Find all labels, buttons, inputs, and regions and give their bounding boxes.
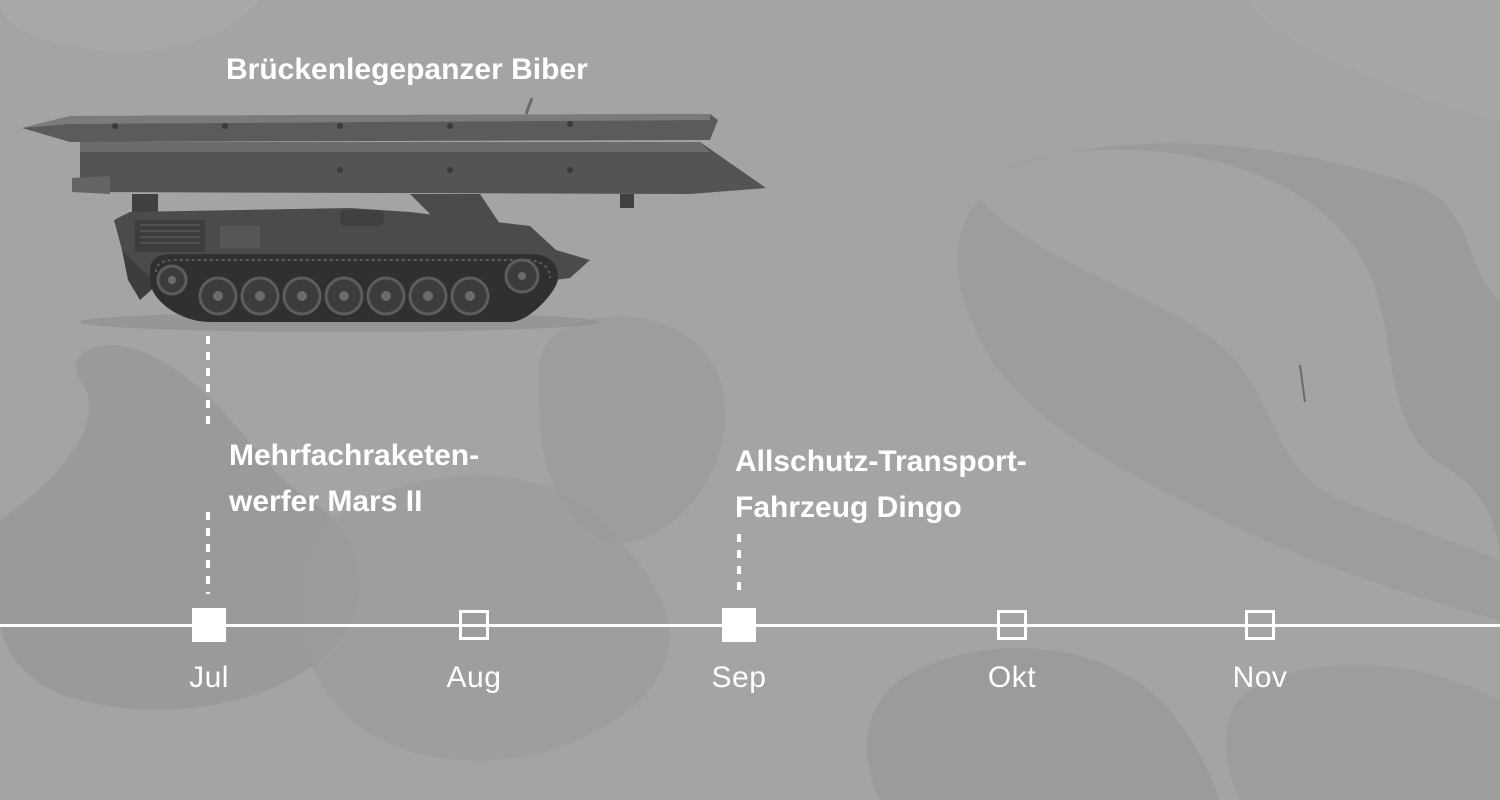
- event-title-dingo: Allschutz-Transport- Fahrzeug Dingo: [735, 439, 1027, 531]
- month-label-jul: Jul: [189, 661, 229, 694]
- month-marker-aug: [459, 610, 489, 640]
- connector-line-dingo: [737, 534, 741, 594]
- month-label-aug: Aug: [446, 661, 502, 694]
- event-title-mars-line2: werfer Mars II: [229, 485, 423, 518]
- connector-line-mars: [206, 512, 210, 594]
- event-title-biber: Brückenlegepanzer Biber: [226, 47, 588, 93]
- month-label-sep: Sep: [711, 661, 767, 694]
- event-title-mars-line1: Mehrfachraketen-: [229, 439, 480, 472]
- event-title-dingo-line2: Fahrzeug Dingo: [735, 491, 962, 524]
- month-marker-jul: [192, 608, 226, 642]
- connector-line-biber: [206, 336, 210, 432]
- month-marker-sep: [722, 608, 756, 642]
- event-title-dingo-line1: Allschutz-Transport-: [735, 445, 1027, 478]
- event-title-mars: Mehrfachraketen- werfer Mars II: [229, 433, 479, 525]
- bridge-layer-tank-illustration: [22, 97, 766, 332]
- month-label-nov: Nov: [1232, 661, 1288, 694]
- event-title-biber-line1: Brückenlegepanzer Biber: [226, 53, 588, 86]
- month-marker-nov: [1245, 610, 1275, 640]
- month-label-okt: Okt: [987, 661, 1037, 694]
- month-marker-okt: [997, 610, 1027, 640]
